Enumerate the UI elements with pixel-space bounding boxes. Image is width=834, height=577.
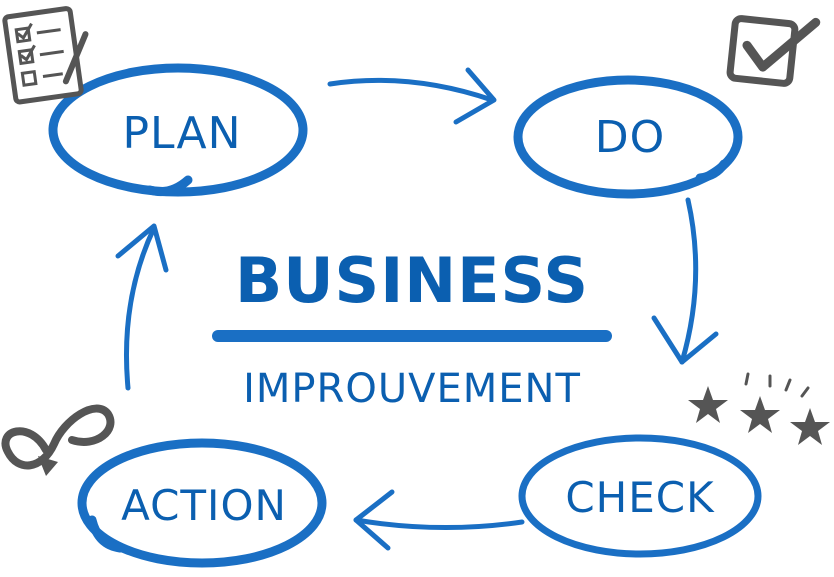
action-node: ACTION bbox=[77, 438, 327, 568]
do-label: DO bbox=[595, 112, 666, 163]
infinity-loop-icon bbox=[1, 404, 115, 476]
arrow-action-to-plan bbox=[115, 223, 169, 391]
three-stars-icon bbox=[688, 372, 830, 445]
do-ellipse-tail bbox=[695, 159, 729, 183]
center-subtitle: IMPROUVEMENT bbox=[243, 366, 581, 412]
arrow-plan-to-do bbox=[327, 67, 497, 125]
check-ellipse bbox=[518, 434, 762, 558]
do-ellipse bbox=[513, 75, 743, 199]
center-title: BUSINESS bbox=[235, 244, 589, 317]
action-ellipse bbox=[77, 438, 327, 568]
plan-node: PLAN bbox=[48, 63, 308, 197]
check-node: CHECK bbox=[518, 434, 762, 558]
arrow-check-to-action bbox=[353, 489, 525, 551]
plan-ellipse-tail bbox=[145, 175, 193, 197]
check-label: CHECK bbox=[565, 473, 715, 522]
do-node: DO bbox=[513, 75, 743, 199]
checklist-icon bbox=[2, 6, 89, 105]
plan-label: PLAN bbox=[122, 108, 241, 159]
arrow-do-to-check bbox=[651, 197, 719, 365]
center-divider bbox=[212, 330, 612, 342]
action-ellipse-tail bbox=[87, 515, 125, 553]
checkbox-tick-icon bbox=[726, 15, 821, 87]
center-block: BUSINESS IMPROUVEMENT bbox=[212, 244, 612, 412]
action-label: ACTION bbox=[121, 481, 287, 530]
